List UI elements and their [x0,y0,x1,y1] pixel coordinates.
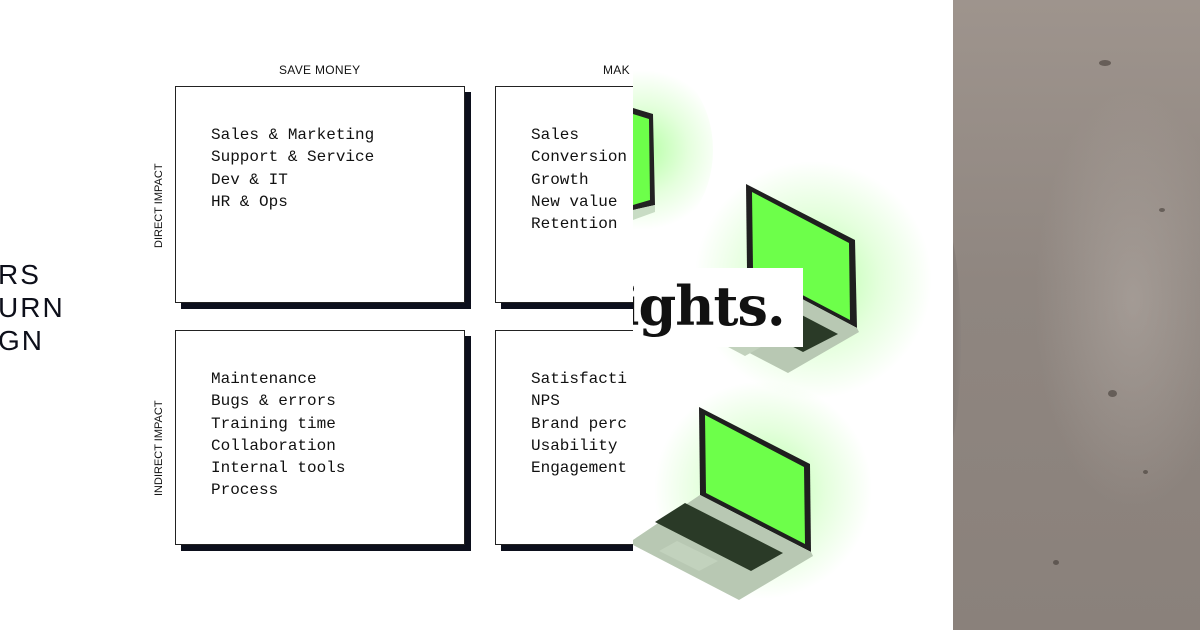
wall-mark [1053,560,1059,565]
left-word-1: RS [0,259,41,290]
laptop-icon [633,108,655,220]
list-item: HR & Ops [211,192,288,211]
cropped-shoulder [953,220,961,460]
list-item: Growth [531,170,589,189]
list-item: Conversion [531,148,628,167]
card-direct-save: Sales & Marketing Support & Service Dev … [175,86,465,303]
laptop-icon [633,407,813,600]
column-header-make: MAK [603,63,630,77]
list-item: Support & Service [211,148,375,167]
list-item: Retention [531,215,618,234]
list-item: New value [531,192,618,211]
wall-mark [1099,60,1111,66]
list-item: Collaboration [211,436,336,455]
list-item: Dev & IT [211,170,288,189]
card-direct-make: Sales Conversion Growth New value Retent… [495,86,633,303]
wall-photo-panel [953,0,1200,630]
wall-mark [1143,470,1148,474]
list-item: Maintenance [211,370,317,388]
list-item: Internal tools [211,459,346,478]
headline-box: ights. [633,268,803,347]
laptops-panel: ights. [633,0,953,630]
laptops-illustration [633,108,859,600]
list-item: Usability [531,436,618,455]
list-item: Engagement [531,459,628,478]
list-item: Satisfacti [531,370,628,388]
list-item: Process [211,481,279,500]
list-item: Sales & Marketing [211,126,375,144]
card-indirect-make: Satisfacti NPS Brand perc Usability Enga… [495,330,633,545]
list-item: Brand perc [531,414,628,433]
row-header-direct-impact: DIRECT IMPACT [153,163,165,248]
row-header-indirect-impact: INDIRECT IMPACT [153,400,165,496]
left-word-3: GN [0,325,44,356]
list-item: Bugs & errors [211,392,336,411]
card-indirect-save: Maintenance Bugs & errors Training time … [175,330,465,545]
wall-mark [1108,390,1117,397]
list-item: Sales [531,126,580,144]
left-word-2: URN [0,292,65,323]
column-header-save-money: SAVE MONEY [279,63,361,77]
wall-mark [1159,208,1165,212]
headline-text: ights. [633,274,786,338]
list-item: Training time [211,414,336,433]
list-item: NPS [531,392,560,411]
